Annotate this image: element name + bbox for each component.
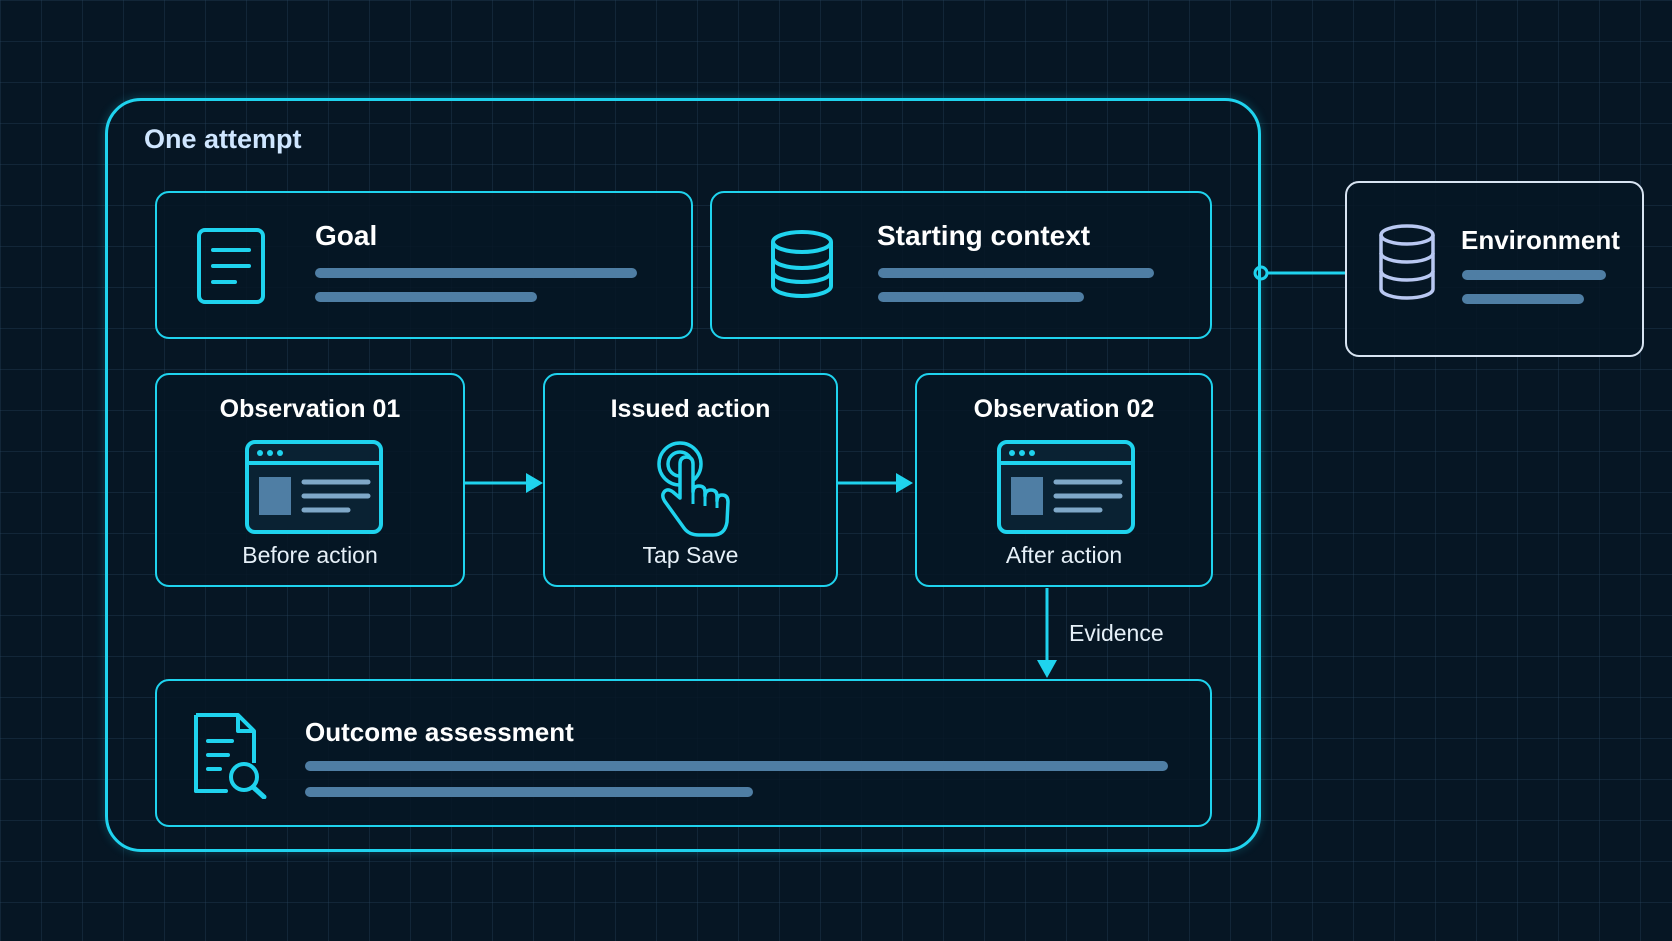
- database-icon: [1379, 224, 1435, 300]
- observation-01-card: Observation 01 Before action: [155, 373, 465, 587]
- document-icon: [197, 228, 265, 304]
- goal-placeholder-line-2: [315, 292, 537, 302]
- goal-card: Goal: [155, 191, 693, 339]
- arrow-head-obs01-to-action: [526, 473, 543, 493]
- starting-context-placeholder-line-1: [878, 268, 1154, 278]
- outcome-assessment-title: Outcome assessment: [305, 717, 574, 747]
- outcome-placeholder-line-2: [305, 787, 753, 797]
- attempt-frame: [105, 98, 1261, 852]
- outcome-placeholder-line-1: [305, 761, 1168, 771]
- document-search-icon: [194, 713, 267, 799]
- browser-window-icon: [245, 440, 383, 534]
- tap-hand-icon: [657, 441, 730, 537]
- browser-window-icon: [997, 440, 1135, 534]
- goal-placeholder-line-1: [315, 268, 637, 278]
- observation-02-caption: After action: [1005, 542, 1123, 568]
- environment-title: Environment: [1461, 225, 1620, 255]
- observation-02-card: Observation 02 After action: [915, 373, 1213, 587]
- starting-context-title: Starting context: [877, 220, 1091, 251]
- frame-title: One attempt: [144, 124, 302, 154]
- issued-action-caption: Tap Save: [642, 542, 739, 568]
- environment-placeholder-line-2: [1462, 294, 1584, 304]
- evidence-label: Evidence: [1069, 620, 1164, 646]
- outcome-assessment-card: Outcome assessment: [155, 679, 1212, 827]
- observation-02-title: Observation 02: [973, 395, 1155, 423]
- arrow-head-action-to-obs02: [896, 473, 913, 493]
- environment-placeholder-line-1: [1462, 270, 1606, 280]
- evidence-arrow-head: [1037, 660, 1057, 678]
- database-icon: [771, 230, 833, 298]
- issued-action-title: Issued action: [610, 395, 771, 423]
- environment-card: Environment: [1345, 181, 1644, 357]
- issued-action-card: Issued action Tap Save: [543, 373, 838, 587]
- starting-context-placeholder-line-2: [878, 292, 1084, 302]
- starting-context-card: Starting context: [710, 191, 1212, 339]
- observation-01-caption: Before action: [242, 542, 378, 568]
- goal-title: Goal: [315, 220, 378, 251]
- observation-01-title: Observation 01: [219, 395, 401, 423]
